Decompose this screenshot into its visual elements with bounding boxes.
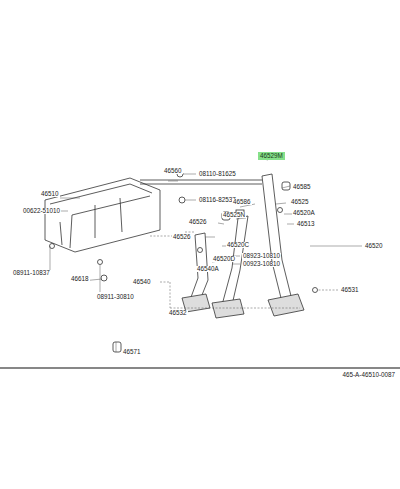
callout-number: 46540A xyxy=(196,266,220,272)
bolt xyxy=(313,288,318,293)
callout-number: 00923-10810 xyxy=(242,261,281,267)
callout-number: 46618 xyxy=(70,276,90,282)
callout-number: 00622-51010 xyxy=(22,208,61,214)
callout-number: 08923-10810 xyxy=(242,253,281,259)
border-rule xyxy=(0,367,400,368)
callout-number: 465-A-46510-0087 xyxy=(341,372,396,378)
bolt xyxy=(98,260,103,265)
brake-pedal-pad xyxy=(268,294,304,316)
part-number: 46529M xyxy=(260,153,283,159)
stopper-rubber xyxy=(113,342,121,352)
bolt xyxy=(278,208,283,213)
callout-number: 46510 xyxy=(40,191,60,197)
callout-number: 46585 xyxy=(292,184,312,190)
brake-pedal-arm xyxy=(262,174,292,302)
clutch-pedal-pad xyxy=(212,299,244,318)
pedal-shaft xyxy=(140,180,262,184)
callout-number: 46525N xyxy=(222,212,246,218)
bracket-ribs xyxy=(60,198,122,245)
callout-number: 46540 xyxy=(132,279,152,285)
bolt xyxy=(198,248,203,253)
callout-number: 46531 xyxy=(340,287,360,293)
callout-number: 46520C xyxy=(226,242,250,248)
callout-number: 46526 xyxy=(188,219,208,225)
bracket-detail xyxy=(50,184,152,248)
callout-number: 46560 xyxy=(163,168,183,174)
leader-lines xyxy=(50,158,362,352)
callout-number: 08110-81625 xyxy=(198,171,237,177)
callout-number: 46520D xyxy=(212,256,236,262)
callout-number: 46525 xyxy=(290,199,310,205)
callout-number: 08911-30810 xyxy=(96,294,135,300)
highlighted-part: 46529M xyxy=(258,152,285,160)
callout-number: 46526 xyxy=(172,234,192,240)
callout-number: 46532 xyxy=(168,310,188,316)
callout-number: 46513 xyxy=(296,221,316,227)
pedal-bracket xyxy=(45,178,160,252)
bolt xyxy=(101,275,107,281)
callout-number: 46571 xyxy=(122,349,142,355)
callout-number: 46520 xyxy=(364,243,384,249)
callout-number: 46520A xyxy=(292,210,316,216)
callout-number: 46586 xyxy=(232,199,252,205)
bolt xyxy=(179,197,185,203)
callout-number: 08116-82537 xyxy=(198,197,237,203)
callout-number: 08911-10837 xyxy=(12,270,51,276)
bushing xyxy=(282,182,290,190)
